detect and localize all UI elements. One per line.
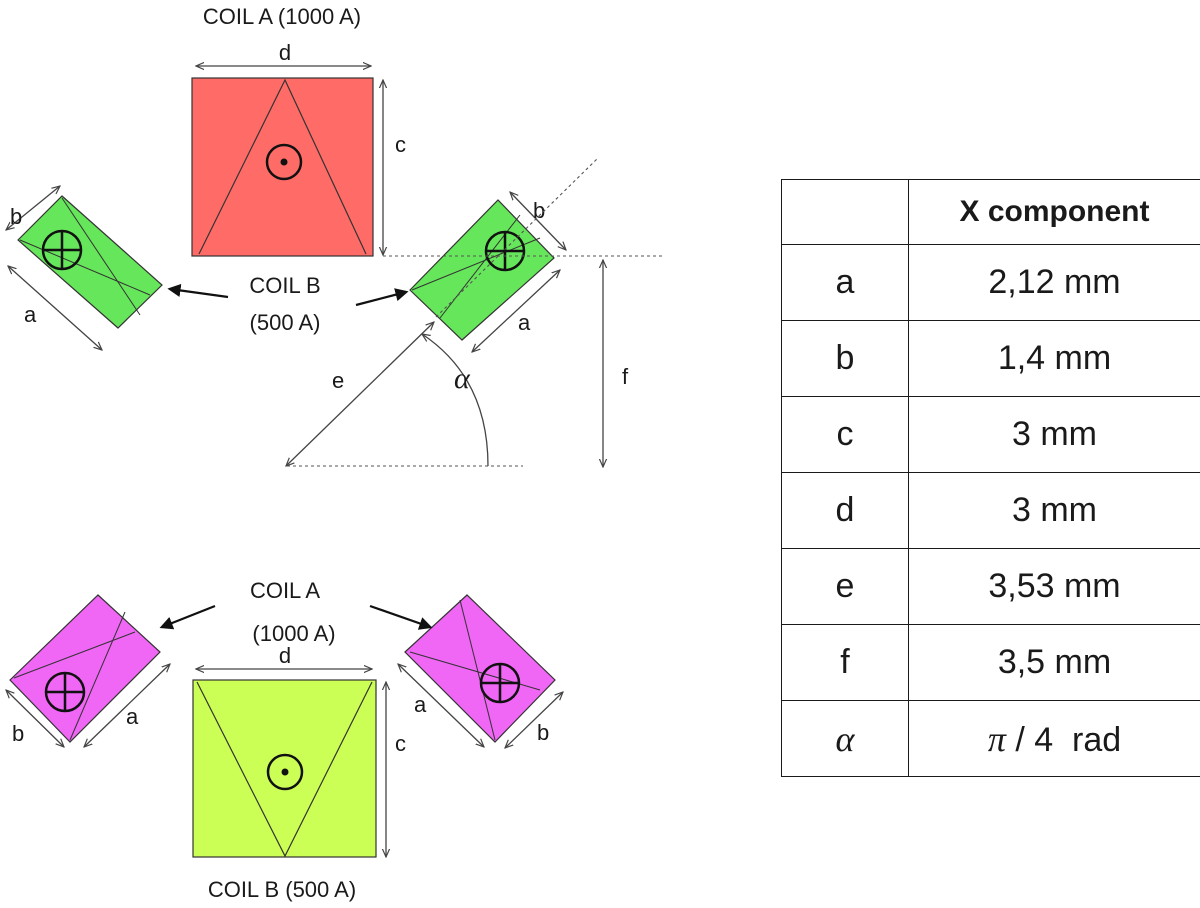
current-in-cross-icon <box>43 231 81 269</box>
dim-b-top-left <box>6 186 60 230</box>
top-coil-b-label-line1: COIL B <box>249 273 320 298</box>
top-coil-b-label-line2: (500 A) <box>250 310 321 335</box>
pointer-arrow-left-bottom <box>159 604 216 630</box>
row-symbol: b <box>781 320 909 397</box>
dim-b-top-right <box>510 192 566 250</box>
coil-a-top-square <box>191 77 374 257</box>
dim-a-bottom-left-label: a <box>126 704 139 729</box>
row-symbol: e <box>781 548 909 625</box>
dim-a-top-left <box>8 266 102 350</box>
bottom-coil-b-label: COIL B (500 A) <box>208 877 356 902</box>
dim-c-bottom-label: c <box>395 731 406 756</box>
current-out-dot-icon <box>281 768 289 776</box>
row-value: 3 mm <box>908 396 1200 473</box>
coil-b-bottom-square <box>192 679 377 858</box>
row-symbol: d <box>781 472 909 549</box>
pointer-arrow-right-top <box>355 288 409 307</box>
current-out-icon <box>265 143 303 181</box>
angle-alpha-arc <box>422 334 489 467</box>
dim-b-bottom-left-label: b <box>12 721 24 746</box>
dim-b-top-right-label: b <box>533 198 545 223</box>
pointer-arrow-left-top <box>167 283 229 299</box>
dim-a-bottom-right-label: a <box>414 692 427 717</box>
table-row: e 3,53 mm <box>781 548 1200 625</box>
dim-f-label: f <box>622 364 629 389</box>
pointer-arrow-right-bottom <box>369 604 433 630</box>
coil-geometry-diagram: COIL A (1000 A) d c b a b a COIL B (500 … <box>0 4 665 902</box>
dim-a-top-right <box>472 270 560 352</box>
table-row: α π / 4 rad <box>781 700 1200 777</box>
table-row: b 1,4 mm <box>781 320 1200 397</box>
bottom-coil-a-label-line1: COIL A <box>250 578 320 603</box>
dim-b-bottom-right <box>505 692 563 748</box>
coil-a-bottom-right-body <box>404 594 556 743</box>
dim-d-bottom-label: d <box>279 643 291 668</box>
dim-d-top-label: d <box>279 40 291 65</box>
dim-c-top-label: c <box>395 132 406 157</box>
dim-a-bottom-left <box>84 664 170 747</box>
table-row: c 3 mm <box>781 396 1200 473</box>
row-symbol: a <box>781 244 909 321</box>
dim-e <box>286 322 434 466</box>
coil-b-bottom-triangle <box>196 681 373 858</box>
table-header-row: X component <box>781 179 1200 245</box>
row-value: 3 mm <box>908 472 1200 549</box>
table-row: f 3,5 mm <box>781 624 1200 701</box>
row-value: 2,12 mm <box>908 244 1200 321</box>
coil-b-bottom <box>192 679 377 858</box>
table-row: d 3 mm <box>781 472 1200 549</box>
coil-a-top-triangle <box>198 78 367 255</box>
coil-b-top-left <box>17 195 163 329</box>
row-value: 3,53 mm <box>908 548 1200 625</box>
row-value: 1,4 mm <box>908 320 1200 397</box>
dim-a-top-left-label: a <box>24 302 37 327</box>
current-out-dot-icon <box>280 158 288 166</box>
dim-e-label: e <box>332 368 344 393</box>
row-symbol: α <box>781 700 909 777</box>
dim-b-bottom-right-label: b <box>537 720 549 745</box>
dim-a-top-right-label: a <box>518 310 531 335</box>
row-value-rest: / 4 rad <box>1005 720 1122 759</box>
dim-b-top-left-label: b <box>10 204 22 229</box>
top-coil-a-label: COIL A (1000 A) <box>203 4 361 29</box>
angle-alpha-label: α <box>454 362 471 395</box>
coil-a-bottom-right <box>404 594 556 743</box>
row-value: π / 4 rad <box>908 700 1200 777</box>
current-in-cross-icon <box>481 664 519 702</box>
current-out-icon <box>266 753 304 791</box>
bottom-coil-a-label-line2: (1000 A) <box>252 621 335 646</box>
coil-a-top <box>191 77 374 257</box>
table-row: a 2,12 mm <box>781 244 1200 321</box>
table-header-symbol <box>781 179 909 245</box>
coil-b-top-left-body <box>17 195 163 329</box>
row-symbol: c <box>781 396 909 473</box>
row-value: 3,5 mm <box>908 624 1200 701</box>
row-symbol: f <box>781 624 909 701</box>
pi-symbol: π <box>987 718 1006 759</box>
reference-line-diagonal <box>435 157 599 318</box>
dim-a-bottom-right <box>398 664 484 747</box>
dimensions-table: X component a 2,12 mm b 1,4 mm c 3 mm d … <box>781 179 1200 777</box>
dim-b-bottom-left <box>6 690 64 747</box>
table-header-x-component: X component <box>908 179 1200 245</box>
